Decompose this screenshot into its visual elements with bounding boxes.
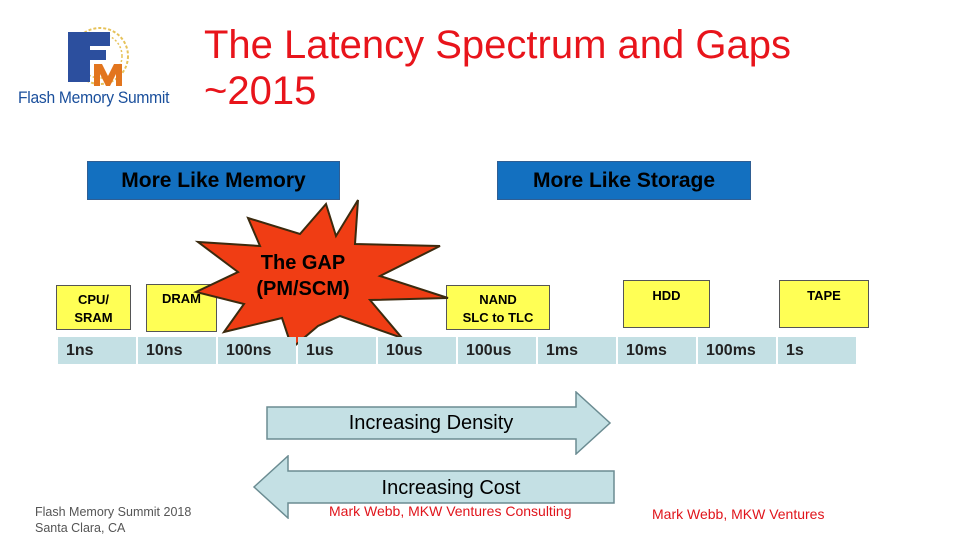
nand-box: NAND SLC to TLC bbox=[446, 285, 550, 330]
latency-scale: 1ns 10ns 100ns 1us 10us 100us 1ms 10ms 1… bbox=[58, 337, 858, 364]
dram-label: DRAM bbox=[162, 291, 201, 306]
fms-logo bbox=[18, 24, 168, 116]
footer: Flash Memory Summit 2018 Santa Clara, CA bbox=[35, 504, 191, 536]
scale-tick-1ms: 1ms bbox=[538, 337, 616, 364]
right-arrow-icon bbox=[266, 391, 612, 455]
scale-tick-1s: 1s bbox=[778, 337, 856, 364]
title-line-2: ~2015 bbox=[204, 69, 317, 113]
more-like-memory-banner: More Like Memory bbox=[87, 161, 340, 200]
credit-right: Mark Webb, MKW Ventures bbox=[652, 506, 825, 522]
scale-tick-100ns: 100ns bbox=[218, 337, 296, 364]
cpu-sram-box: CPU/ SRAM bbox=[56, 285, 131, 330]
hdd-box: HDD bbox=[623, 280, 710, 328]
gap-label: The GAP (PM/SCM) bbox=[228, 250, 378, 302]
left-arrow-icon bbox=[252, 455, 615, 519]
scale-tick-100us: 100us bbox=[458, 337, 536, 364]
tape-label: TAPE bbox=[807, 288, 841, 303]
sram-label: SRAM bbox=[74, 310, 113, 325]
nand-label: NAND bbox=[479, 292, 517, 307]
nand-type-label: SLC to TLC bbox=[462, 310, 534, 325]
slide-title: The Latency Spectrum and Gaps ~2015 bbox=[204, 22, 924, 114]
fms-logo-icon bbox=[68, 27, 129, 86]
scale-tick-10us: 10us bbox=[378, 337, 456, 364]
scale-tick-10ns: 10ns bbox=[138, 337, 216, 364]
scale-tick-100ms: 100ms bbox=[698, 337, 776, 364]
more-like-storage-banner: More Like Storage bbox=[497, 161, 751, 200]
footer-location: Santa Clara, CA bbox=[35, 521, 126, 535]
dram-box: DRAM bbox=[146, 284, 217, 332]
hdd-label: HDD bbox=[652, 288, 681, 303]
title-line-1: The Latency Spectrum and Gaps bbox=[204, 23, 791, 67]
tape-box: TAPE bbox=[779, 280, 869, 328]
credit-center: Mark Webb, MKW Ventures Consulting bbox=[329, 503, 572, 519]
gap-line-2: (PM/SCM) bbox=[256, 278, 350, 300]
increasing-density-label: Increasing Density bbox=[348, 412, 514, 434]
gap-starburst-icon bbox=[193, 199, 449, 350]
scale-tick-10ms: 10ms bbox=[618, 337, 696, 364]
cpu-label: CPU/ bbox=[77, 292, 110, 307]
increasing-cost-label: Increasing Cost bbox=[381, 477, 521, 499]
scale-tick-1us: 1us bbox=[298, 337, 376, 364]
logo-text: Flash Memory Summit bbox=[18, 88, 170, 107]
footer-event: Flash Memory Summit 2018 bbox=[35, 505, 192, 519]
scale-tick-1ns: 1ns bbox=[58, 337, 136, 364]
gap-line-1: The GAP bbox=[260, 252, 346, 274]
